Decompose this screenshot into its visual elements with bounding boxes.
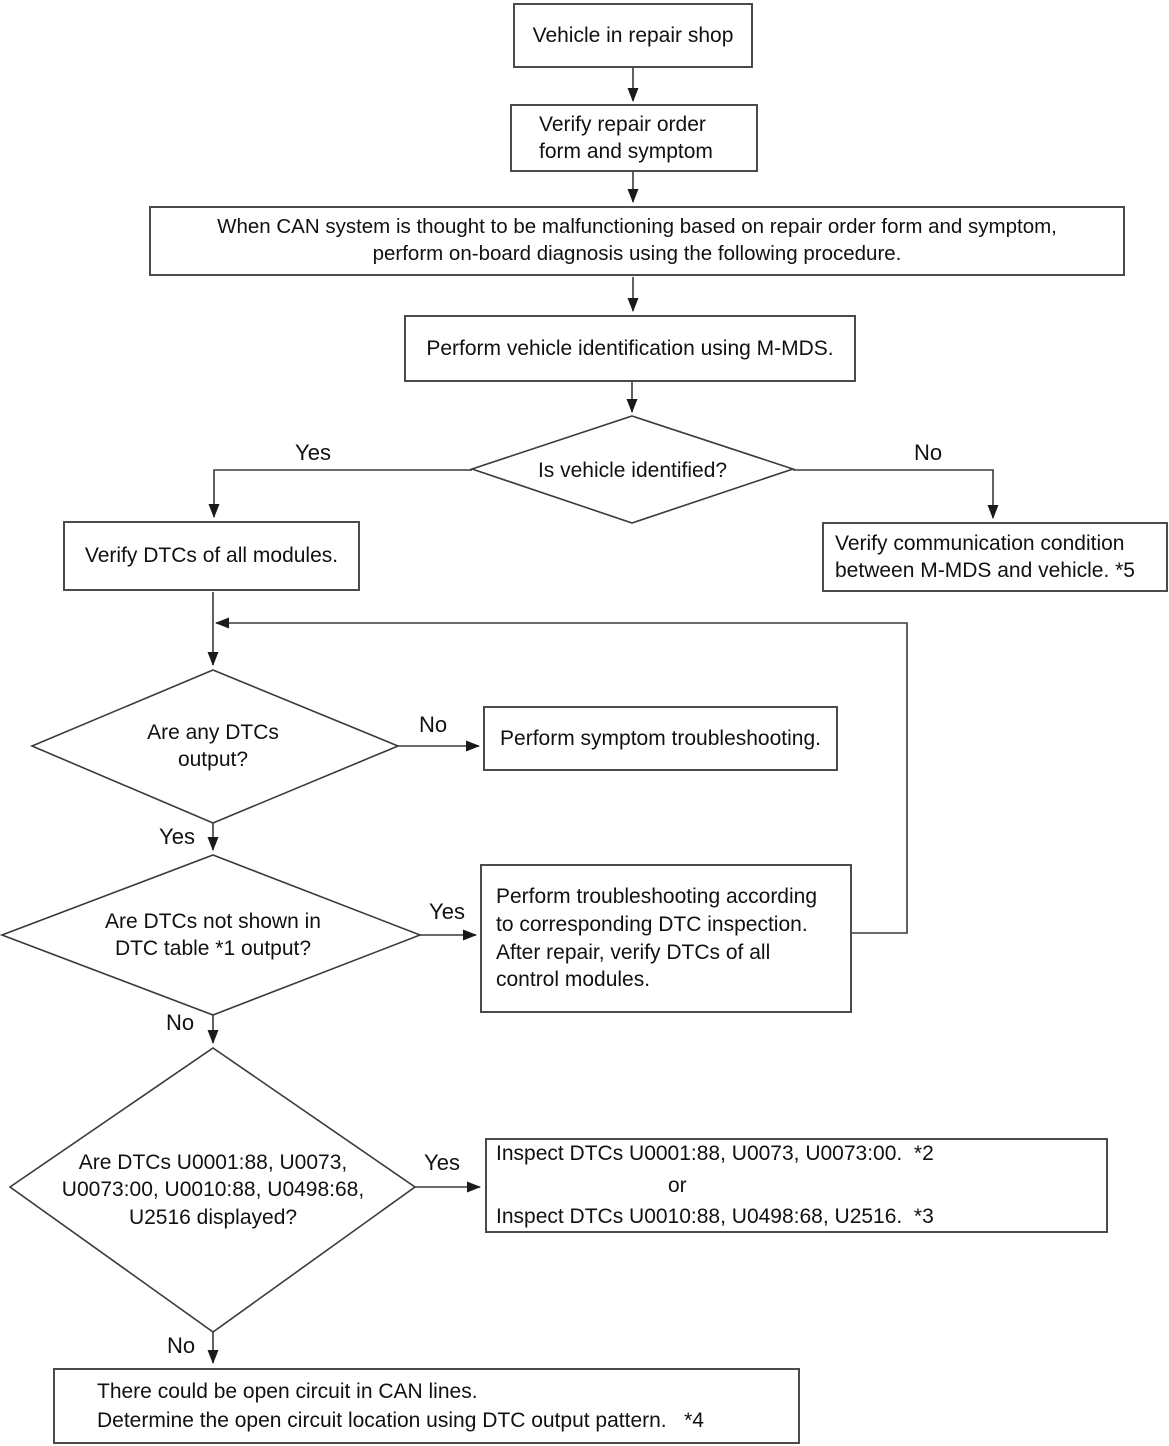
inspect-line-1: Inspect DTCs U0001:88, U0073, U0073:00. …: [496, 1142, 934, 1166]
edge-label-yes: Yes: [159, 824, 195, 849]
edge-label-no: No: [166, 1333, 196, 1358]
decision-any-dtcs-shape: [29, 669, 401, 824]
decision-is-identified-shape: [469, 415, 796, 524]
node-text: Verify DTCs of all modules.: [84, 544, 339, 568]
decision-dtc-table-label: Are DTCs not shown in DTC table *1 outpu…: [105, 910, 321, 961]
node-vehicle-identification: Perform vehicle identification using M-M…: [404, 315, 856, 382]
node-verify-communication: Verify communication condition between M…: [822, 522, 1168, 592]
edge-label-no: No: [165, 1010, 195, 1035]
node-vehicle-in-repair-shop: Vehicle in repair shop: [513, 3, 753, 68]
node-text: Verify communication condition between M…: [835, 531, 1135, 582]
node-text: Vehicle in repair shop: [532, 23, 734, 47]
node-text: Verify repair order form and symptom: [539, 112, 713, 163]
edge-feedback-loop: [215, 617, 908, 934]
node-text: There could be open circuit in CAN lines…: [97, 1379, 704, 1432]
edge-label-yes: Yes: [429, 899, 465, 924]
node-symptom-troubleshooting: Perform symptom troubleshooting.: [483, 706, 838, 771]
inspect-line-2: Inspect DTCs U0010:88, U0498:68, U2516. …: [496, 1205, 934, 1229]
node-text: Perform troubleshooting according to cor…: [496, 884, 818, 992]
node-text: Perform symptom troubleshooting.: [500, 726, 821, 750]
decision-is-identified-label: Is vehicle identified?: [537, 459, 728, 482]
node-inspect-dtcs: Inspect DTCs U0001:88, U0073, U0073:00. …: [485, 1138, 1108, 1233]
node-text: When CAN system is thought to be malfunc…: [217, 215, 1057, 265]
node-verify-dtcs-all-modules: Verify DTCs of all modules.: [63, 521, 360, 591]
node-text: Perform vehicle identification using M-M…: [426, 336, 834, 360]
edge-identified-no: [793, 469, 999, 519]
decision-dtc-displayed-label: Are DTCs U0001:88, U0073, U0073:00, U001…: [61, 1151, 365, 1229]
decision-dtc-displayed-shape: [8, 1047, 417, 1333]
node-when-can-malfunctioning: When CAN system is thought to be malfunc…: [149, 206, 1125, 276]
edge-identified-yes: [208, 469, 472, 518]
edge-label-no: No: [913, 440, 943, 465]
decision-dtc-table-shape: [0, 854, 423, 1016]
node-verify-repair-order: Verify repair order form and symptom: [510, 104, 758, 172]
node-open-circuit: There could be open circuit in CAN lines…: [53, 1368, 800, 1444]
edge-label-yes: Yes: [295, 440, 331, 465]
node-dtc-troubleshooting: Perform troubleshooting according to cor…: [480, 864, 852, 1013]
inspect-or: or: [668, 1173, 687, 1197]
decision-any-dtcs-label: Are any DTCs output?: [147, 721, 279, 772]
edge-label-yes: Yes: [424, 1150, 460, 1175]
edge-label-no: No: [418, 712, 448, 737]
